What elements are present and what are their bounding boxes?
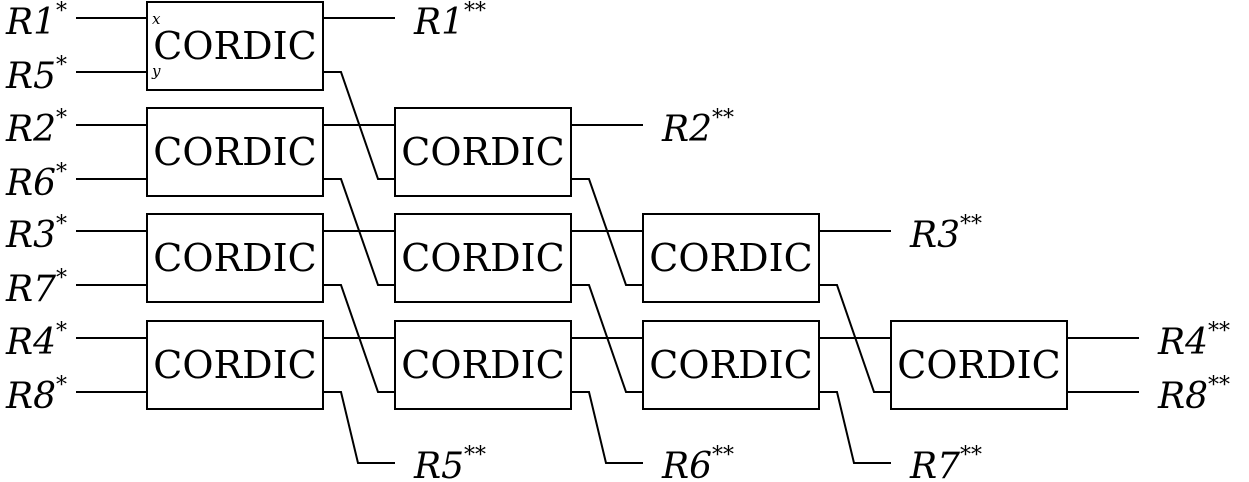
output-label-r5: R5** xyxy=(413,443,486,482)
output-label-r8: R8** xyxy=(1157,373,1230,417)
output-label-r2: R2** xyxy=(661,106,734,150)
cordic-block-c3-r4: CORDIC xyxy=(642,320,820,410)
input-label-r7: R7* xyxy=(5,266,67,310)
cordic-block-c2-r4: CORDIC xyxy=(394,320,572,410)
output-labels: R1** R2** R3** R4** R8** R5** R6** R7** xyxy=(413,0,1230,482)
cordic-block-c2-r3: CORDIC xyxy=(394,213,572,303)
wire-out-r6 xyxy=(571,391,643,464)
cordic-block-c1-r1: CORDIC x y xyxy=(146,1,324,91)
cordic-block-c1-r3: CORDIC xyxy=(146,213,324,303)
port-y-label: y xyxy=(151,62,161,80)
input-labels: R1* R5* R2* R6* R3* R7* R4* R8* xyxy=(5,0,67,417)
input-label-r2: R2* xyxy=(5,106,67,150)
cordic-label: CORDIC xyxy=(897,343,1060,387)
cordic-label: CORDIC xyxy=(153,130,316,174)
cordic-label: CORDIC xyxy=(649,236,812,280)
cordic-label: CORDIC xyxy=(649,343,812,387)
cordic-label: CORDIC xyxy=(153,24,316,68)
input-label-r8: R8* xyxy=(5,373,67,417)
input-label-r4: R4* xyxy=(5,319,67,363)
output-label-r6: R6** xyxy=(661,443,734,482)
output-label-r1: R1** xyxy=(413,0,486,43)
cordic-label: CORDIC xyxy=(401,236,564,280)
cordic-block-c2-r2: CORDIC xyxy=(394,107,572,197)
cordic-label: CORDIC xyxy=(153,343,316,387)
cordic-label: CORDIC xyxy=(153,236,316,280)
cordic-blocks: CORDIC x y CORDIC CORDIC CORDIC CORDIC C… xyxy=(146,1,1068,410)
output-label-r3: R3** xyxy=(909,212,982,256)
cordic-label: CORDIC xyxy=(401,130,564,174)
cordic-label: CORDIC xyxy=(401,343,564,387)
wire-out-r5 xyxy=(323,391,395,464)
cordic-block-c1-r4: CORDIC xyxy=(146,320,324,410)
wires xyxy=(76,17,1139,464)
output-label-r7: R7** xyxy=(909,443,982,482)
cordic-block-c1-r2: CORDIC xyxy=(146,107,324,197)
output-label-r4: R4** xyxy=(1157,319,1230,363)
input-label-r1: R1* xyxy=(5,0,67,43)
wire-out-r7 xyxy=(819,391,891,464)
input-label-r3: R3* xyxy=(5,212,67,256)
port-x-label: x xyxy=(152,10,161,28)
input-label-r5: R5* xyxy=(5,53,67,97)
cordic-block-c3-r3: CORDIC xyxy=(642,213,820,303)
cordic-block-c4-r4: CORDIC xyxy=(890,320,1068,410)
input-label-r6: R6* xyxy=(5,160,67,204)
